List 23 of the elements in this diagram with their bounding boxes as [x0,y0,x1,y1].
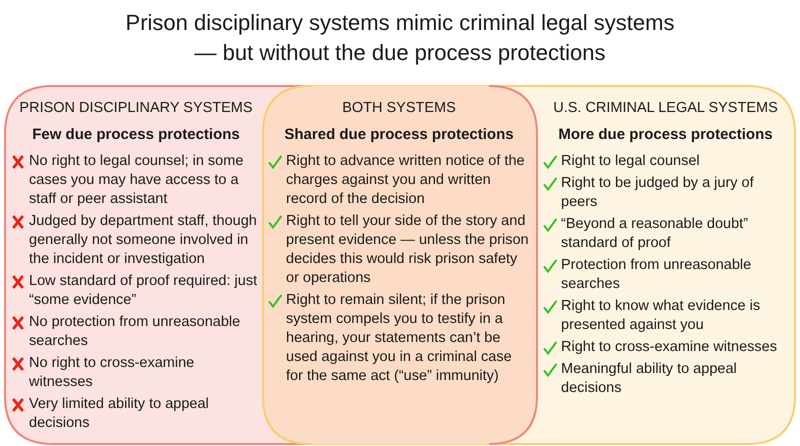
column-subheading: Few due process protections [31,126,241,143]
column-subheading: Shared due process protections [283,126,515,143]
list-item-text: Right to tell your side of the story and present evidence — unless the prison decides this would risk prison safety or operations [286,212,530,288]
list-item-text: Right to be judged by a jury of peers [561,174,755,212]
list-item-text: Right to remain silent; if the prison system compels you to testify in a hearing, your statements can’t be used against you in a criminal case for the same act (“use” immunity) [286,291,513,386]
list-item-text: Right to legal counsel [561,152,701,171]
column-heading: U.S. CRIMINAL LEGAL SYSTEMS [552,100,779,116]
diagram-title: Prison disciplinary systems mimic criminal legal systems — but without the due process protections [124,9,676,67]
list-item-text: Meaningful ability to appeal decisions [561,360,738,398]
list-item-text: No right to legal counsel; in some cases you may have access to a staff or peer assistant [29,152,244,209]
column-heading: BOTH SYSTEMS [341,100,457,116]
list-item-text: Judged by department staff, though generally not someone involved in the incident or investigation [29,212,258,269]
column-heading: PRISON DISCIPLINARY SYSTEMS [18,100,254,116]
list-item-text: Low standard of proof required: just “some evidence” [29,272,258,310]
list-item-text: Protection from unreasonable searches [561,256,752,294]
list-item-text: Very limited ability to appeal decisions [29,395,210,433]
list-item-text: No protection from unreasonable searches [29,313,242,351]
list-item-text: Right to cross-examine witnesses [561,338,778,357]
list-item-text: “Beyond a reasonable doubt” standard of proof [561,215,750,253]
column-subheading: More due process protections [557,126,774,143]
list-item-text: Right to advance written notice of the charges against you and written record of the decision [286,152,526,209]
list-item-text: No right to cross-examine witnesses [29,354,196,392]
list-item-text: Right to know what evidence is presented against you [561,297,762,335]
